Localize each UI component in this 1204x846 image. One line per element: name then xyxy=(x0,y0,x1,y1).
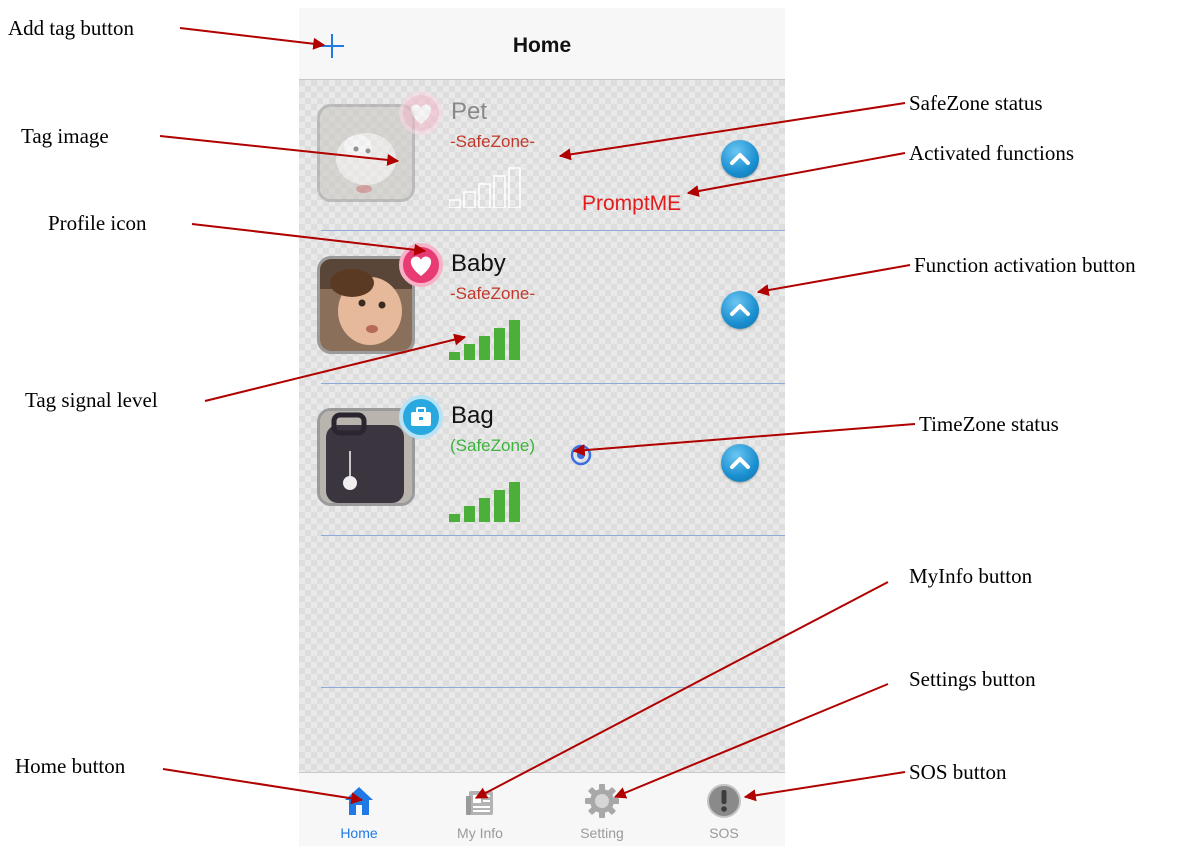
tab-label: SOS xyxy=(709,825,739,841)
tag-name: Bag xyxy=(451,402,494,429)
tab-bar: Home My Info xyxy=(299,772,785,846)
briefcase-icon xyxy=(411,407,431,426)
arrow-home xyxy=(162,768,364,805)
signal-level xyxy=(449,482,520,522)
row-separator xyxy=(321,383,785,384)
annotation-safezone-status: SafeZone status xyxy=(909,91,1043,115)
signal-level xyxy=(449,167,521,208)
tag-name: Baby xyxy=(451,250,506,277)
activated-function-label: PromptME xyxy=(582,192,682,215)
function-activation-button[interactable] xyxy=(721,140,759,178)
annotation-profile-icon: Profile icon xyxy=(48,211,147,235)
tab-label: My Info xyxy=(457,825,503,841)
arrow-function-activation xyxy=(756,264,911,297)
arrow-myinfo xyxy=(474,581,889,799)
annotation-home-button: Home button xyxy=(15,754,126,778)
annotation-sos-button: SOS button xyxy=(909,760,1007,784)
tab-setting[interactable]: Setting xyxy=(542,773,662,846)
profile-icon xyxy=(399,91,443,135)
tag-name: Pet xyxy=(451,98,488,125)
page-title: Home xyxy=(512,34,572,57)
row-separator xyxy=(321,687,785,688)
profile-icon xyxy=(399,395,443,439)
arrow-sos xyxy=(743,771,906,802)
tag-row-bag[interactable]: Bag (SafeZone) xyxy=(299,390,785,540)
arrow-profile-icon xyxy=(191,223,427,256)
annotation-function-activation-button: Function activation button xyxy=(914,253,1136,277)
tag-image-pet[interactable] xyxy=(317,104,415,202)
signal-level xyxy=(449,320,520,360)
chevron-up-icon xyxy=(730,153,750,165)
row-separator xyxy=(321,230,785,231)
tag-row-baby[interactable]: Baby -SafeZone- xyxy=(299,238,785,388)
arrow-timezone xyxy=(572,423,916,457)
function-activation-button[interactable] xyxy=(721,291,759,329)
gear-icon xyxy=(585,784,619,818)
arrow-add-tag xyxy=(179,27,326,50)
nav-bar: Home xyxy=(299,8,785,80)
heart-icon xyxy=(410,256,432,276)
arrow-tag-image xyxy=(159,135,400,166)
safezone-status: -SafeZone- xyxy=(450,284,536,303)
safezone-status: -SafeZone- xyxy=(450,132,536,151)
row-separator xyxy=(321,535,785,536)
tag-row-pet[interactable]: Pet -SafeZone- PromptME xyxy=(299,86,785,236)
arrow-activated-functions xyxy=(686,152,906,197)
heart-icon xyxy=(410,104,432,124)
alert-icon xyxy=(707,784,741,818)
annotation-activated-functions: Activated functions xyxy=(909,141,1075,165)
annotation-timezone-status: TimeZone status xyxy=(919,412,1059,436)
arrow-safezone xyxy=(558,102,906,161)
tab-label: Home xyxy=(340,825,378,841)
annotation-myinfo-button: MyInfo button xyxy=(909,564,1033,588)
safezone-status: (SafeZone) xyxy=(450,436,536,455)
function-activation-button[interactable] xyxy=(721,444,759,482)
arrow-signal-level xyxy=(204,333,467,402)
tab-label: Setting xyxy=(580,825,624,841)
chevron-up-icon xyxy=(730,457,750,469)
annotation-tag-signal-level: Tag signal level xyxy=(25,388,158,412)
tag-image-baby[interactable] xyxy=(317,256,415,354)
annotation-settings-button: Settings button xyxy=(909,667,1036,691)
annotation-tag-image: Tag image xyxy=(21,124,109,148)
annotation-add-tag-button: Add tag button xyxy=(8,16,134,40)
tab-sos[interactable]: SOS xyxy=(664,773,784,846)
tag-image-bag[interactable] xyxy=(317,408,415,506)
phone-screen: Home Pet -SafeZone- Pr xyxy=(299,8,785,846)
arrow-settings xyxy=(613,683,889,799)
chevron-up-icon xyxy=(730,304,750,316)
